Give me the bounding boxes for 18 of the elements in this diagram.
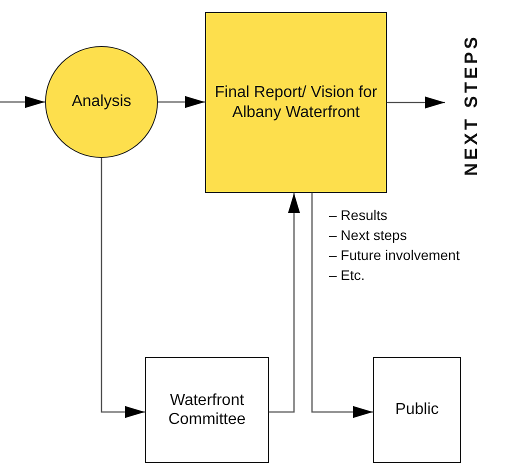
arrow [387,96,445,108]
process-box [205,12,387,193]
arrow [269,193,300,413]
process-box [373,357,461,463]
process-box [145,357,269,463]
heading-text: NEXT STEPS [461,34,482,176]
node-label: Public [395,400,439,420]
node-label: Waterfront Committee [167,390,247,430]
list-item: – Results [329,206,388,225]
arrow [100,158,145,418]
list-item: – Future involvement [329,246,460,265]
arrow [158,96,205,108]
list-item: – Etc. [329,266,366,285]
node-label: Final Report/ Vision for Albany Waterfront [214,83,378,122]
list-item: – Next steps [329,226,408,245]
node-label: Analysis [72,92,132,112]
arrow [311,193,373,418]
arrow [0,96,45,108]
